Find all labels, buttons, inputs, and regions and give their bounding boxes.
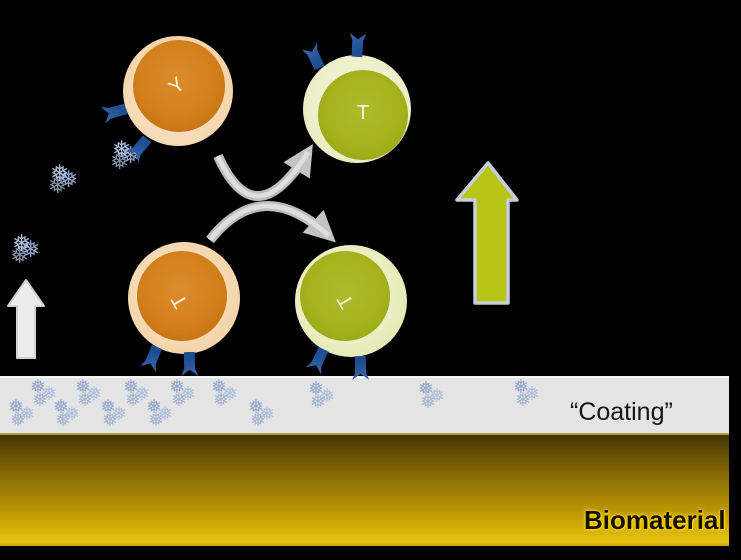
coating-layer bbox=[0, 376, 729, 435]
green-up-arrow-icon bbox=[455, 161, 519, 305]
receptor-icon bbox=[101, 101, 129, 124]
white-up-arrow-icon bbox=[7, 279, 45, 359]
orange-cell-bottom: T bbox=[128, 242, 240, 354]
orange-cell-body bbox=[133, 40, 225, 132]
green-cell-top: T bbox=[303, 55, 411, 163]
cell-marker-glyph: T bbox=[356, 102, 370, 124]
snowflake-particle-icon: ❅ bbox=[112, 136, 132, 162]
coating-label: “Coating” bbox=[570, 398, 673, 426]
orange-cell-body bbox=[137, 251, 227, 341]
curved-exchange-arrows-icon bbox=[206, 144, 336, 244]
receptor-icon bbox=[181, 352, 198, 376]
orange-cell-top: Y bbox=[123, 36, 233, 146]
snowflake-particle-icon: ❅ bbox=[50, 160, 70, 186]
snowflake-particle-icon: ❅ bbox=[12, 230, 32, 256]
biomaterial-layer bbox=[0, 435, 729, 546]
biomaterial-label: Biomaterial bbox=[584, 505, 726, 535]
green-cell-body bbox=[300, 251, 390, 341]
green-cell-bottom: T bbox=[295, 245, 407, 357]
green-cell-body bbox=[318, 70, 408, 160]
receptor-icon bbox=[348, 33, 366, 58]
